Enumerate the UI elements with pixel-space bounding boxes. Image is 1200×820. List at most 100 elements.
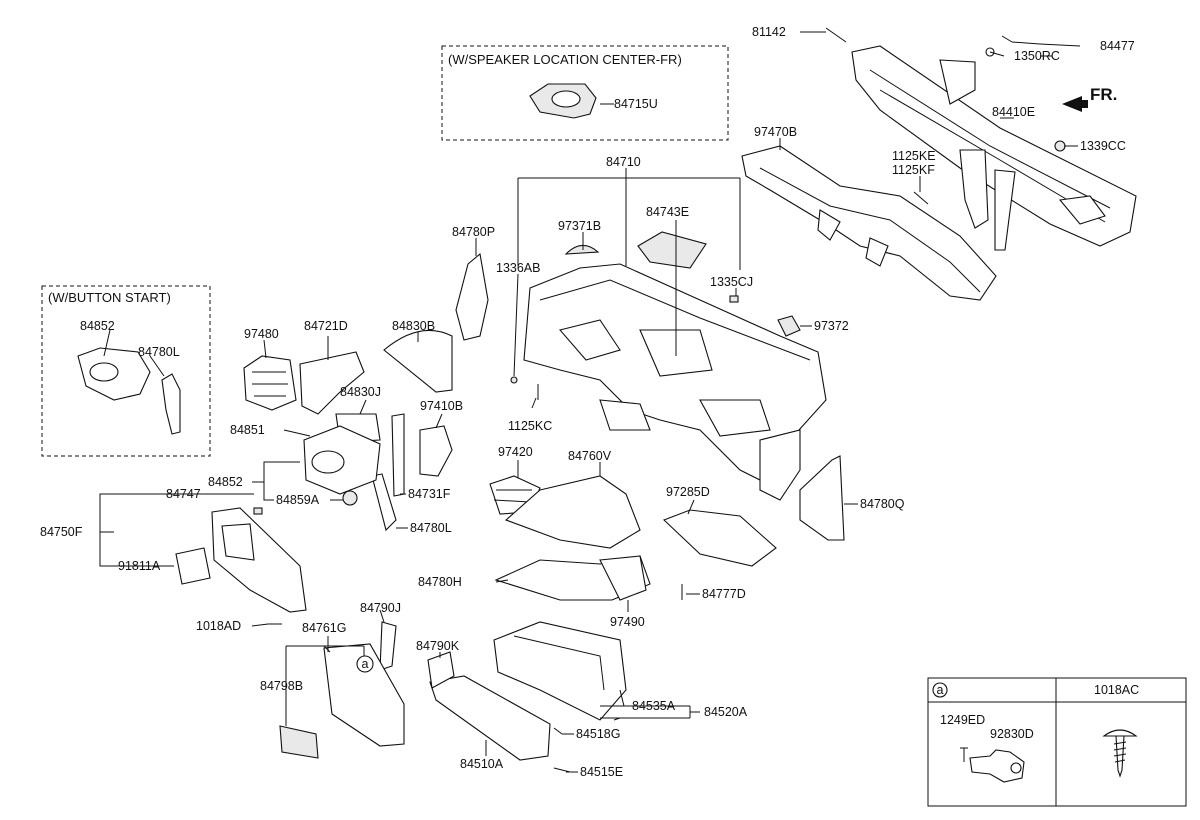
center-facia-84760V-shape xyxy=(504,475,641,549)
part-label-84830J: 84830J xyxy=(340,385,381,399)
part-label-84780Q: 84780Q xyxy=(860,497,905,511)
part-label-84710: 84710 xyxy=(606,155,641,169)
button-start-note-box xyxy=(41,285,211,457)
part-label-1125KF: 1125KF xyxy=(892,163,935,177)
legend-header-1018AC: 1018AC xyxy=(1094,683,1139,697)
part-label-84851: 84851 xyxy=(230,423,265,437)
side-cover-84780P-shape xyxy=(455,252,489,341)
tray-97285D-shape xyxy=(662,509,777,567)
bolt-81142-shape xyxy=(825,27,847,43)
part-label-84859A: 84859A xyxy=(276,493,320,507)
part-label-84777D: 84777D xyxy=(702,587,746,601)
part-label-97470B: 97470B xyxy=(754,125,797,139)
part-label-1125KE: 1125KE xyxy=(892,149,936,163)
part-label-84721D: 84721D xyxy=(304,319,348,333)
clip-84747-shape xyxy=(253,507,263,515)
legend-circle-a: a xyxy=(937,683,944,697)
button-start-note-text: (W/BUTTON START) xyxy=(48,290,171,305)
side-vent-97480-slats xyxy=(252,371,288,397)
part-label-84743E: 84743E xyxy=(646,205,689,219)
speaker-grille-hole xyxy=(551,90,581,108)
part-label-84518G: 84518G xyxy=(576,727,620,741)
part-label-84852-button-start: 84852 xyxy=(80,319,115,333)
part-label-97410B: 97410B xyxy=(420,399,463,413)
side-vent-97480-shape xyxy=(243,355,297,411)
air-duct-shape xyxy=(741,145,997,301)
front-direction-label: FR. xyxy=(1090,85,1117,104)
part-label-84477: 84477 xyxy=(1100,39,1135,53)
part-label-84798B: 84798B xyxy=(260,679,303,693)
glove-box-housing-shape xyxy=(493,621,627,721)
speaker-note-box xyxy=(441,45,729,141)
part-label-97285D: 97285D xyxy=(666,485,710,499)
bracket-84790J-shape xyxy=(379,621,397,671)
part-label-84780L-button-start: 84780L xyxy=(138,345,180,359)
main-crash-pad-shape xyxy=(523,263,827,501)
part-label-84731F: 84731F xyxy=(408,487,451,501)
part-label-97420: 97420 xyxy=(498,445,533,459)
defroster-grille-shape xyxy=(637,231,707,269)
part-label-84535A: 84535A xyxy=(632,699,676,713)
legend-screw-1249ED-shape xyxy=(960,747,968,762)
part-label-1339CC: 1339CC xyxy=(1080,139,1126,153)
part-label-84515E: 84515E xyxy=(580,765,623,779)
clip-84518G-shape xyxy=(553,727,563,735)
button-start-bracket-84780L-shape xyxy=(161,373,181,435)
part-label-84410E: 84410E xyxy=(992,105,1035,119)
bracket-84790K-shape xyxy=(427,651,455,689)
part-label-84790J: 84790J xyxy=(360,601,401,615)
part-label-84780H: 84780H xyxy=(418,575,462,589)
leader-lines xyxy=(99,31,1081,773)
cover-84798B-shape xyxy=(279,725,319,759)
garnish-84731F-shape xyxy=(391,413,405,497)
part-label-97372: 97372 xyxy=(814,319,849,333)
part-label-84747: 84747 xyxy=(166,487,201,501)
clip-1335CJ-shape xyxy=(729,295,739,303)
bolt-1336AB-shape xyxy=(510,376,518,384)
part-label-1335CJ: 1335CJ xyxy=(710,275,753,289)
cluster-facia-84721D-shape xyxy=(299,351,365,415)
part-label-1125KC: 1125KC xyxy=(508,419,552,433)
knee-bolster-84761G-shape xyxy=(323,643,405,747)
part-label-97480: 97480 xyxy=(244,327,279,341)
sensor-97371B-shape xyxy=(564,244,600,255)
part-label-1018AD: 1018AD xyxy=(196,619,241,633)
part-label-1336AB: 1336AB xyxy=(496,261,540,275)
part-label-91811A: 91811A xyxy=(118,559,161,573)
ring-84859A-shape xyxy=(342,490,358,506)
legend-bracket-92830D-shape xyxy=(969,749,1025,783)
part-label-97490: 97490 xyxy=(610,615,645,629)
part-label-84715U: 84715U xyxy=(614,97,658,111)
part-label-84750F: 84750F xyxy=(40,525,83,539)
lower-crash-pad-84750F-shape xyxy=(211,507,307,613)
center-vent-97420-slats xyxy=(493,489,532,503)
grommet-1339CC-shape xyxy=(1054,140,1066,152)
callout-a-text: a xyxy=(362,657,369,671)
part-label-97371B: 97371B xyxy=(558,219,601,233)
part-label-84790K: 84790K xyxy=(416,639,460,653)
center-vent-97410B-shape xyxy=(419,425,453,477)
cover-84830B-shape xyxy=(383,329,453,393)
part-label-84780P: 84780P xyxy=(452,225,495,239)
vent-97490-shape xyxy=(599,555,647,601)
grille-97372-shape xyxy=(777,315,801,337)
shroud-hole xyxy=(311,450,345,474)
callout-a-circle xyxy=(356,655,374,673)
part-label-81142: 81142 xyxy=(752,25,786,39)
cowl-cross-bar-shape xyxy=(851,45,1137,251)
pin-84515E-shape xyxy=(553,767,571,773)
side-cover-84780Q-shape xyxy=(799,455,845,541)
bolt-84477-shape xyxy=(1001,35,1013,43)
legend-part-1249ED: 1249ED xyxy=(940,713,985,727)
legend-table: a 1018AC 1249ED 92830D xyxy=(927,677,1187,807)
cover-91811A-shape xyxy=(175,547,211,585)
part-label-84760V: 84760V xyxy=(568,449,612,463)
part-label-84510A: 84510A xyxy=(460,757,504,771)
bracket-84780L-shape xyxy=(371,473,397,532)
part-label-1350RC: 1350RC xyxy=(1014,49,1060,63)
part-label-84780L: 84780L xyxy=(410,521,452,535)
part-label-84852: 84852 xyxy=(208,475,243,489)
part-label-84520A: 84520A xyxy=(704,705,748,719)
